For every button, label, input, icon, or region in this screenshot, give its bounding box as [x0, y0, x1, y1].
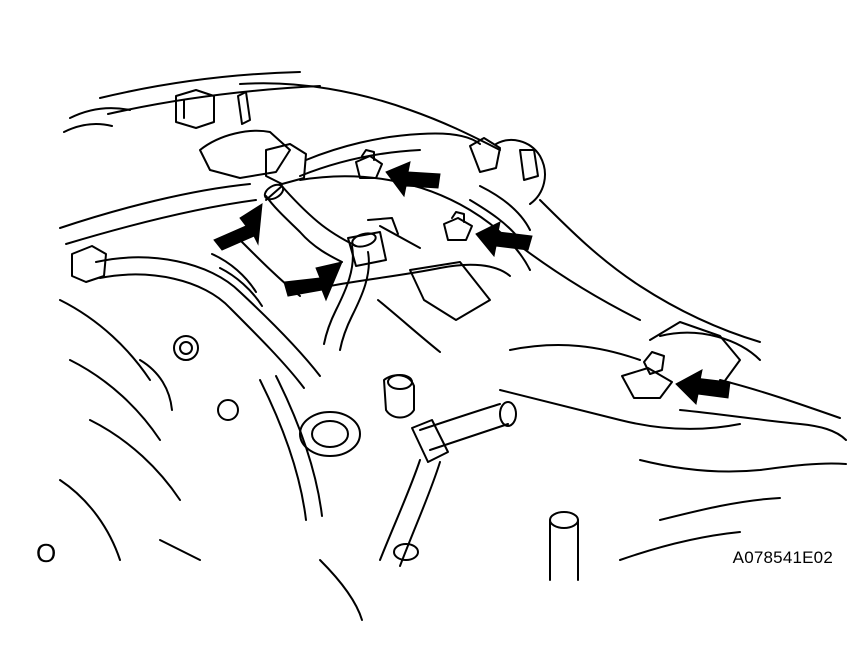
lower-bolts: [159, 511, 579, 621]
upper-hose: [63, 71, 501, 151]
vacuum-hose-left: [263, 183, 357, 263]
callout-arrows: [213, 161, 731, 406]
nut-2: [443, 211, 473, 241]
left-connector: [175, 89, 251, 129]
engine-block-left: [59, 299, 323, 561]
round-sensor: [299, 374, 415, 457]
arrow-icon: [283, 261, 343, 302]
evap-connector: [199, 129, 481, 185]
arrow-icon: [675, 369, 731, 406]
arrow-icon: [475, 221, 533, 258]
nut-3: [621, 321, 761, 399]
arrow-icon: [385, 161, 441, 198]
figure-code: A078541E02: [732, 548, 833, 567]
nut-1: [355, 149, 383, 179]
intake-manifold: [211, 175, 531, 353]
fuel-rail: [59, 183, 321, 389]
corner-mark: O: [36, 538, 57, 568]
lower-hose: [379, 401, 517, 567]
manifold-right: [499, 344, 847, 561]
vacuum-hose-right: [323, 217, 421, 351]
arrow-icon: [213, 203, 263, 251]
